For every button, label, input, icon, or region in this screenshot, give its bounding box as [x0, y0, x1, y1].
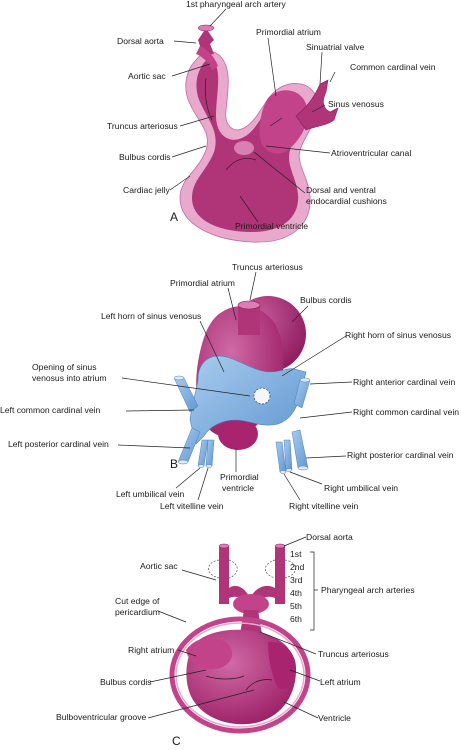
- label-right-common-cardinal: Right common cardinal vein: [353, 407, 459, 417]
- dorsal-aorta-tube: [196, 46, 218, 70]
- label-common-cardinal-vein: Common cardinal vein: [350, 62, 436, 72]
- label-opening-2: venosus into atrium: [32, 373, 107, 383]
- label-right-umbilical: Right umbilical vein: [324, 483, 398, 493]
- label-aortic-sac-c: Aortic sac: [140, 561, 178, 571]
- label-first-arch-artery: 1st pharyngeal arch artery: [186, 0, 287, 9]
- panel-c-leaders: [147, 536, 321, 719]
- vessel-opening-lac: [173, 375, 185, 381]
- panel-a: 1st pharyngeal arch artery Dorsal aorta …: [107, 0, 436, 243]
- vessel-opening-rpc: [297, 465, 309, 471]
- label-dorsal-aorta-c: Dorsal aorta: [306, 532, 353, 542]
- label-cardiac-jelly: Cardiac jelly: [123, 185, 171, 195]
- label-left-vitelline: Left vitelline vein: [160, 501, 224, 511]
- right-posterior-cardinal: [291, 429, 309, 469]
- primordial-ventricle-shape: [218, 418, 258, 450]
- flow-arrow-3: [225, 158, 257, 171]
- sinus-opening: [253, 387, 271, 405]
- panel-c: Dorsal aorta 1st 2nd Aortic sac 3rd Phar…: [56, 532, 415, 748]
- label-primordial-ventricle-a: Primordial ventricle: [235, 221, 308, 231]
- heart-fold-line: [205, 675, 245, 680]
- label-left-horn: Left horn of sinus venosus: [101, 311, 201, 321]
- label-left-common-cardinal: Left common cardinal vein: [0, 405, 101, 415]
- label-ventricle: Ventricle: [318, 713, 351, 723]
- left-posterior-cardinal: [177, 427, 201, 463]
- label-arch-3: 3rd: [290, 575, 303, 585]
- label-sinuatrial-valve: Sinuatrial valve: [306, 42, 364, 52]
- label-cushions-2: endocardial cushions: [306, 196, 387, 206]
- label-arch-4: 4th: [290, 588, 302, 598]
- label-pharyngeal-arch-arteries: Pharyngeal arch arteries: [321, 585, 415, 595]
- label-left-umbilical: Left umbilical vein: [116, 489, 185, 499]
- aortic-sac-shape: [233, 594, 269, 614]
- label-arch-1: 1st: [290, 549, 302, 559]
- label-primordial-atrium-a: Primordial atrium: [256, 27, 321, 37]
- right-dorsal-aorta: [275, 546, 285, 604]
- label-right-posterior-cardinal: Right posterior cardinal vein: [347, 450, 454, 460]
- left-anterior-cardinal: [173, 377, 199, 413]
- left-aorta-opening: [218, 543, 230, 549]
- label-truncus-arteriosus-a: Truncus arteriosus: [107, 121, 178, 131]
- left-atrium-c: [268, 641, 296, 690]
- label-right-atrium: Right atrium: [128, 645, 174, 655]
- truncus-opening: [237, 300, 261, 310]
- sinus-venosus-blue: [189, 355, 307, 445]
- label-cushions-1: Dorsal and ventral: [306, 185, 376, 195]
- vessel-opening-rv: [279, 470, 287, 474]
- vessel-opening-lpc: [177, 459, 189, 465]
- arch-arteries-dashed: [208, 559, 296, 579]
- label-primordial-ventricle-b2: ventricle: [222, 483, 254, 493]
- label-cut-edge-2: pericardium: [115, 607, 160, 617]
- label-arch-6: 6th: [290, 614, 302, 624]
- panel-letter-b: B: [170, 457, 178, 471]
- vessel-opening-lu: [197, 464, 205, 468]
- label-bulbus-cordis-b: Bulbus cordis: [300, 295, 352, 305]
- label-cut-edge-1: Cut edge of: [115, 596, 160, 606]
- flow-arrow-1: [269, 117, 283, 127]
- vessel-opening-rac: [299, 377, 311, 383]
- label-primordial-atrium-b: Primordial atrium: [170, 278, 235, 288]
- vessel-opening-lv: [205, 464, 213, 468]
- panel-b-leaders: [117, 271, 353, 501]
- label-arch-5: 5th: [290, 601, 302, 611]
- arch-artery-opening: [197, 24, 215, 32]
- label-right-horn: Right horn of sinus venosus: [345, 330, 451, 340]
- truncus-arteriosus-shape: [238, 305, 260, 335]
- panel-letter-a: A: [170, 210, 178, 224]
- bulboventricular-groove-line: [245, 679, 273, 691]
- label-opening-1: Opening of sinus: [32, 362, 97, 372]
- label-right-vitelline: Right vitelline vein: [289, 501, 358, 511]
- arches-bracket: [310, 551, 315, 631]
- label-truncus-arteriosus-b: Truncus arteriosus: [232, 262, 303, 272]
- label-bulbus-cordis-c: Bulbus cordis: [100, 677, 152, 687]
- label-primordial-ventricle-b1: Primordial: [220, 472, 259, 482]
- label-av-canal: Atrioventricular canal: [331, 148, 411, 158]
- label-left-atrium: Left atrium: [320, 677, 361, 687]
- label-bulboventricular-groove: Bulboventricular groove: [56, 712, 147, 722]
- sinus-venosus-shape: [295, 79, 339, 131]
- left-dorsal-aorta: [219, 546, 229, 604]
- label-truncus-arteriosus-c: Truncus arteriosus: [318, 649, 389, 659]
- right-atrium-c: [186, 637, 233, 670]
- label-left-posterior-cardinal: Left posterior cardinal vein: [8, 439, 109, 449]
- pericardium-ring: [169, 616, 311, 734]
- label-arch-2: 2nd: [290, 562, 305, 572]
- panel-a-leaders: [169, 8, 336, 223]
- label-aortic-sac-a: Aortic sac: [128, 71, 166, 81]
- panel-b: Truncus arteriosus Primordial atrium Bul…: [0, 262, 459, 511]
- right-aorta-opening: [274, 543, 286, 549]
- label-sinus-venosus: Sinus venosus: [328, 99, 384, 109]
- label-dorsal-aorta-a: Dorsal aorta: [117, 36, 164, 46]
- vessel-opening-ru: [285, 468, 293, 472]
- atrium-lobe-shape: [259, 90, 308, 154]
- panel-letter-c: C: [172, 734, 181, 748]
- label-bulbus-cordis-a: Bulbus cordis: [119, 152, 171, 162]
- label-right-anterior-cardinal: Right anterior cardinal vein: [353, 377, 455, 387]
- endocardial-cushion: [234, 141, 254, 155]
